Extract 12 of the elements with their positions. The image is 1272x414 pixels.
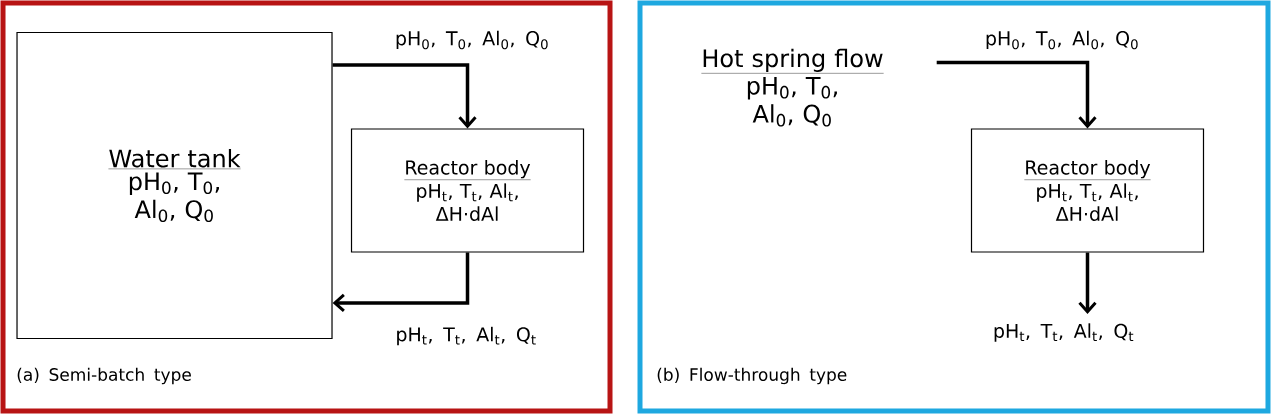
edge-label: pH$_{0}$, T$_{0}$, Al$_{0}$, Q$_{0}$ (393, 29, 551, 51)
edge-label: pH$_{t}$, T$_{t}$, Al$_{t}$, Q$_{t}$ (394, 325, 538, 347)
process-box: Reactor body pH$_{t}$, T$_{t}$, Al$_{t}$, ΔH·dAl (970, 128, 1205, 253)
edge-label: pH$_{0}$, T$_{0}$, Al$_{0}$, Q$_{0}$ (983, 29, 1141, 51)
process-box: Water tank pH$_{0}$, T$_{0}$, Al$_{0}$, Q$_{0}$ (16, 31, 333, 340)
arrow (936, 60, 1097, 129)
process-box: Reactor body pH$_{t}$, T$_{t}$, Al$_{t}$, ΔH·dAl (350, 128, 585, 253)
source-text: Hot spring flow pH$_{0}$, T$_{0}$, Al$_{0}$, Q$_{0}$ (701, 48, 884, 127)
arrow (1078, 252, 1097, 315)
arrow (332, 252, 470, 313)
arrow (332, 63, 477, 129)
output-text: pH$_{t}$, T$_{t}$, Al$_{t}$, Q$_{t}$ (994, 323, 1134, 342)
